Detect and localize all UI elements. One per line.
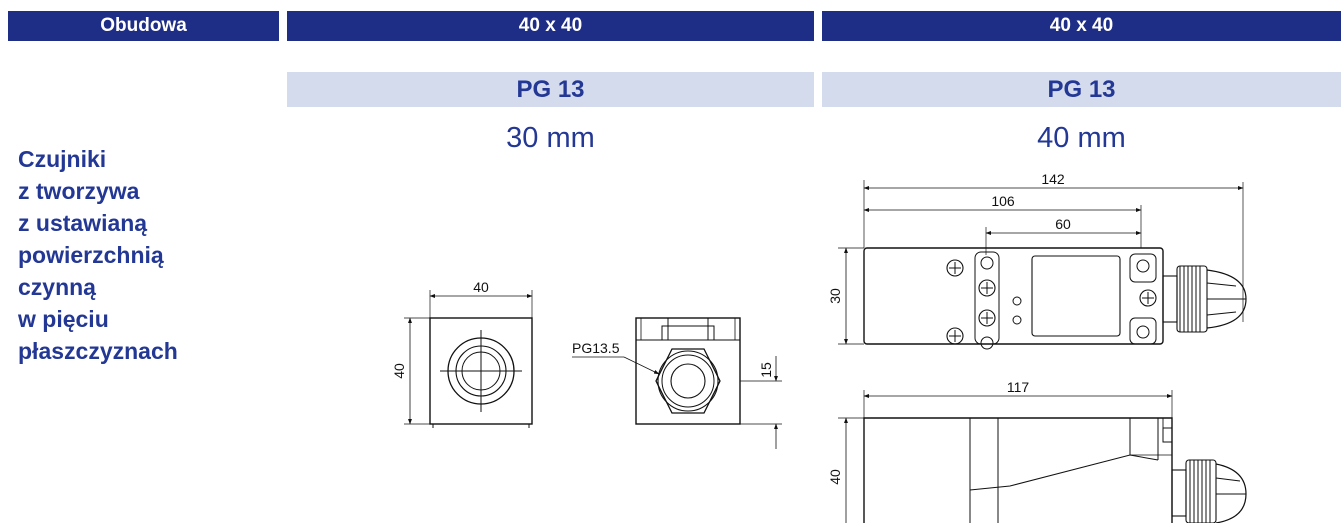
top-body-label: 106: [991, 193, 1015, 209]
thread-col1: PG 13: [287, 72, 814, 107]
header-col1: 40 x 40: [287, 11, 814, 41]
description-line: czynną: [18, 274, 96, 300]
gland-offset-label: 15: [758, 362, 774, 378]
range-col2: 40 mm: [1037, 122, 1126, 154]
front-height-label: 40: [391, 363, 407, 379]
top-height-label: 30: [827, 288, 843, 304]
top-holes-label: 60: [1055, 216, 1071, 232]
description-line: płaszczyznach: [18, 338, 178, 364]
description-line: z tworzywa: [18, 178, 140, 204]
front-view-drawing: [404, 290, 533, 428]
thread-col2: PG 13: [822, 72, 1341, 107]
range-col1: 30 mm: [506, 122, 595, 154]
gland-label: PG13.5: [572, 340, 620, 356]
side-view-drawing: [838, 390, 1247, 523]
side-height-label: 40: [827, 469, 843, 485]
top-total-label: 142: [1041, 171, 1065, 187]
header-col2: 40 x 40: [822, 11, 1341, 41]
description-line: powierzchnią: [18, 242, 164, 268]
header-label: Obudowa: [8, 11, 279, 41]
side-length-label: 117: [1007, 379, 1030, 395]
description-line: z ustawianą: [18, 210, 148, 236]
description-line: Czujniki: [18, 146, 107, 172]
rear-view-drawing: [572, 317, 782, 449]
description-line: w pięciu: [18, 306, 109, 332]
product-description: Czujniki z tworzywa z ustawianą powierzc…: [18, 143, 178, 367]
top-view-drawing: [838, 180, 1247, 350]
front-width-label: 40: [473, 279, 489, 295]
